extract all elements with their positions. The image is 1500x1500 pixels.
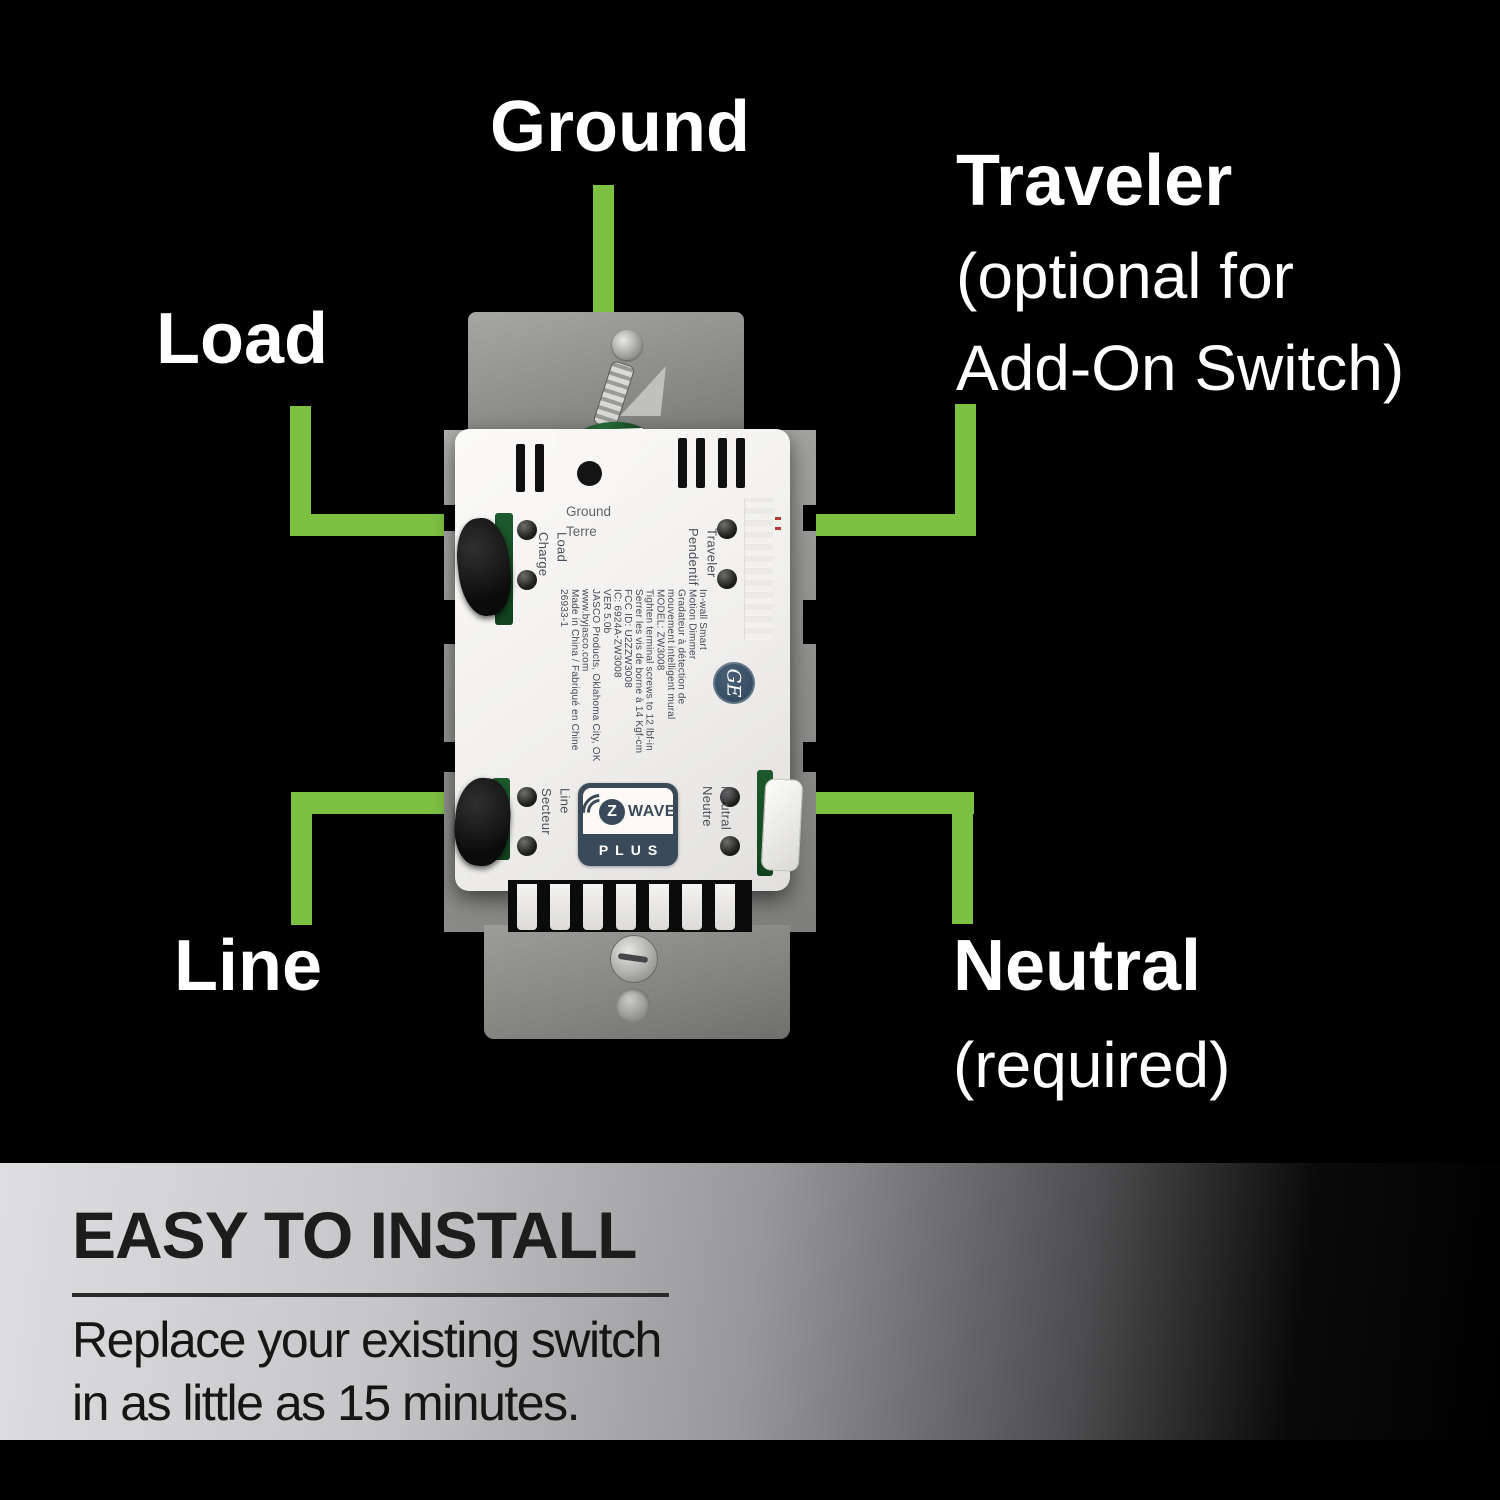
callout-neutral: Neutral (required) xyxy=(953,926,1231,1111)
strap-notch xyxy=(803,742,816,772)
wire-slot xyxy=(516,444,525,492)
callout-load: Load xyxy=(156,299,328,379)
wire-slot xyxy=(718,438,727,488)
strap-notch xyxy=(444,742,457,772)
heatsink-fin xyxy=(517,884,537,930)
spec-line: Gradateur à détection de xyxy=(675,589,687,705)
label-screw xyxy=(517,787,537,807)
ge-logo-letters: GE xyxy=(723,668,745,698)
label-tape-strip xyxy=(744,498,773,640)
callout-neutral-sub: (required) xyxy=(953,1028,1231,1101)
strap-screw-bottom xyxy=(610,935,658,983)
strap-mounting-hole-top xyxy=(612,330,642,360)
terminal-label-load: Load Charge xyxy=(535,532,570,577)
label-screw xyxy=(720,787,740,807)
strap-notch xyxy=(803,505,816,531)
connector-load-line-horizontal xyxy=(290,514,480,536)
zwave-plus-text: PLUS xyxy=(598,842,665,858)
connector-neutral-line-vertical xyxy=(952,792,973,924)
connector-line-line-horizontal xyxy=(291,792,481,814)
label-screw xyxy=(717,569,737,589)
callout-neutral-title: Neutral xyxy=(953,926,1202,1006)
zwave-z-icon: Z xyxy=(599,799,625,825)
connector-load-line-vertical xyxy=(290,406,311,536)
wire-slot xyxy=(535,444,544,492)
strap-notch xyxy=(444,505,457,531)
red-mark xyxy=(775,527,781,530)
spec-line: Made in China / Fabriqué en Chine xyxy=(568,589,580,751)
label-screw xyxy=(717,519,737,539)
callout-line: Line xyxy=(174,926,323,1006)
spec-line: Motion Dimmer xyxy=(686,589,698,660)
wire-slot xyxy=(736,438,745,488)
connector-traveler-line-vertical xyxy=(955,404,976,536)
spec-line: IC: 6924A-ZW3008 xyxy=(611,589,623,678)
banner-body-text: Replace your existing switch in as littl… xyxy=(72,1312,662,1431)
label-screw xyxy=(517,836,537,856)
spec-line: www.byjasco.com xyxy=(579,589,591,672)
terminal-label-traveler: Traveler Pendentif xyxy=(685,528,720,586)
spec-line: MODEL: ZW3008 xyxy=(654,589,666,671)
terminal-label-ground: Ground Terre xyxy=(566,504,612,539)
ground-lug-hole xyxy=(577,461,602,486)
zwave-badge-top: Z WAVE xyxy=(583,788,673,834)
banner-heading: EASY TO INSTALL xyxy=(72,1198,637,1272)
connector-neutral-line-horizontal xyxy=(785,792,974,814)
spec-label: In-wall Smart Motion Dimmer Gradateur à … xyxy=(517,589,708,765)
spec-line: Serrer les vis de borne à 14 Kgf-cm xyxy=(632,589,644,754)
label-screw xyxy=(517,520,537,540)
label-screw xyxy=(720,836,740,856)
spec-line: JASCO Products, Oklahoma City, OK xyxy=(590,589,602,762)
callout-traveler-sub: (optional for Add-On Switch) xyxy=(956,239,1405,404)
callout-ground: Ground xyxy=(490,87,750,167)
zwave-plus-badge: Z WAVE PLUS xyxy=(578,783,678,866)
strap-notch xyxy=(444,600,457,644)
strap-notch xyxy=(803,600,816,644)
callout-traveler: Traveler (optional for Add-On Switch) xyxy=(956,141,1405,414)
heatsink-fin xyxy=(616,884,636,930)
ge-logo: GE xyxy=(713,662,755,704)
terminal-label-neutral: Neutral Neutre xyxy=(699,786,734,831)
heatsink-fin xyxy=(550,884,570,930)
spec-line: Tighten terminal screws to 12 lbf-in xyxy=(643,589,655,751)
banner-divider xyxy=(72,1293,669,1297)
heatsink-fin xyxy=(682,884,702,930)
callout-traveler-title: Traveler xyxy=(956,141,1233,221)
spec-line: 26933-1 xyxy=(558,589,570,628)
spec-line: VER 5.0b xyxy=(600,589,612,634)
heatsink-fin xyxy=(649,884,669,930)
connector-line-line-vertical xyxy=(291,792,312,925)
heatsink-fin xyxy=(583,884,603,930)
label-screw xyxy=(517,570,537,590)
red-mark xyxy=(775,517,781,520)
screw-slot xyxy=(617,952,649,964)
neutral-terminal-clamp xyxy=(760,778,804,872)
spec-line: mouvement intelligent mural xyxy=(664,589,676,720)
wire-slot xyxy=(696,438,705,488)
spec-line: FCC ID: U2ZZW3008 xyxy=(622,589,634,688)
easy-install-banner: EASY TO INSTALL Replace your existing sw… xyxy=(0,1163,1500,1440)
wire-slot xyxy=(678,438,687,488)
spec-line: In-wall Smart xyxy=(697,589,708,650)
terminal-label-line: Line Secteur xyxy=(538,788,573,835)
strap-mounting-hole-bottom xyxy=(616,988,650,1022)
heatsink-fin xyxy=(715,884,735,930)
connector-traveler-line-horizontal xyxy=(785,514,976,536)
zwave-wordmark: WAVE xyxy=(628,803,673,820)
